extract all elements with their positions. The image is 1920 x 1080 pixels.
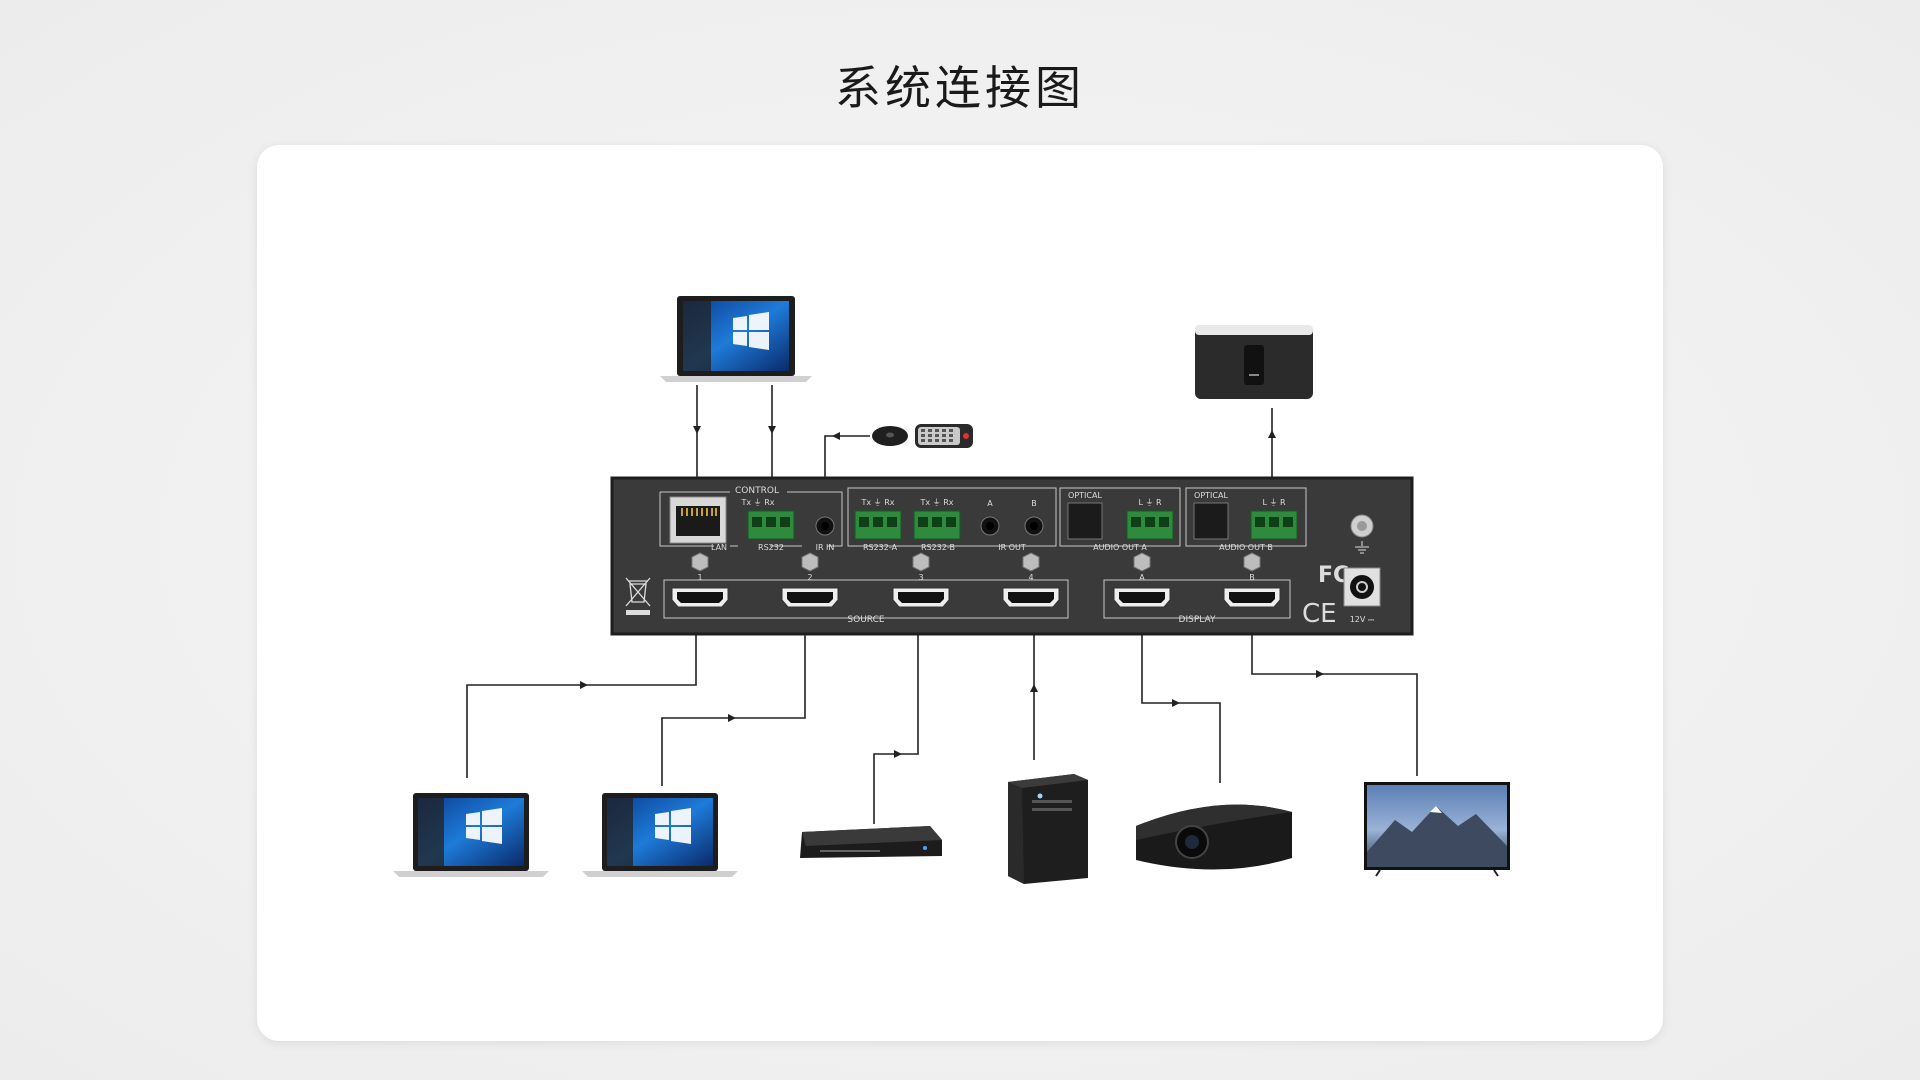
input-4-label: 4 — [1028, 573, 1033, 582]
audio-out-b-label: AUDIO OUT B — [1219, 543, 1273, 552]
bluray-player — [800, 826, 942, 858]
ir-jacks — [815, 516, 1044, 536]
panel-screws — [691, 552, 1261, 572]
source3-line — [873, 622, 919, 824]
optical-b-label: OPTICAL — [1194, 491, 1228, 500]
rs232b-tx-rx-label: Tx ⏚ Rx — [919, 498, 953, 507]
ir-receiver — [872, 426, 908, 446]
power-label: 12V ⎓ — [1350, 615, 1375, 624]
source2-line — [661, 622, 806, 786]
pc-tower — [1008, 774, 1088, 884]
audio-a-lr-label: L ⏚ R — [1138, 498, 1162, 507]
hdmi-ports — [671, 587, 1281, 608]
matrix-panel: CONTROL Tx ⏚ Rx LAN RS232 IR IN Tx ⏚ Rx … — [610, 476, 1414, 636]
control-label: CONTROL — [735, 486, 779, 496]
ir-in-label: IR IN — [816, 543, 835, 552]
rs232a-label: RS232-A — [863, 543, 898, 552]
ground-screw — [1350, 514, 1374, 554]
source-label: SOURCE — [847, 615, 884, 625]
television — [1364, 782, 1510, 877]
display-label: DISPLAY — [1179, 615, 1216, 625]
audio-out-a-label: AUDIO OUT A — [1093, 543, 1147, 552]
output-b-label: B — [1249, 573, 1255, 582]
rs232-label: RS232 — [758, 543, 784, 552]
rs232-tx-rx-label: Tx ⏚ Rx — [740, 498, 774, 507]
projector — [1136, 804, 1292, 870]
audio-b-lr-label: L ⏚ R — [1262, 498, 1286, 507]
source-laptop-1 — [393, 793, 549, 877]
weee-bin-icon — [625, 577, 651, 615]
ir-out-label: IR OUT — [998, 543, 1026, 552]
lan-label: LAN — [711, 543, 727, 552]
ir-remote — [915, 424, 973, 448]
optical-ports — [1067, 502, 1229, 540]
source-laptop-2 — [582, 793, 738, 877]
speaker — [1195, 325, 1313, 399]
displayA-line — [1141, 622, 1221, 783]
displayB-line — [1251, 622, 1418, 776]
arrowheads — [580, 426, 1324, 758]
control-laptop — [660, 296, 812, 382]
rs232b-label: RS232-B — [921, 543, 955, 552]
power-jack: 12V ⎓ — [1343, 567, 1381, 624]
ce-mark: CE — [1302, 599, 1337, 629]
input-2-label: 2 — [807, 573, 812, 582]
ir-out-a-label: A — [987, 499, 993, 508]
page-title: 系统连接图 — [835, 61, 1085, 115]
lan-port — [669, 496, 727, 544]
output-a-label: A — [1139, 573, 1145, 582]
input-3-label: 3 — [918, 573, 923, 582]
ir-out-b-label: B — [1031, 499, 1037, 508]
rs232a-tx-rx-label: Tx ⏚ Rx — [860, 498, 894, 507]
ir-line — [824, 435, 870, 478]
optical-a-label: OPTICAL — [1068, 491, 1102, 500]
input-1-label: 1 — [697, 573, 702, 582]
